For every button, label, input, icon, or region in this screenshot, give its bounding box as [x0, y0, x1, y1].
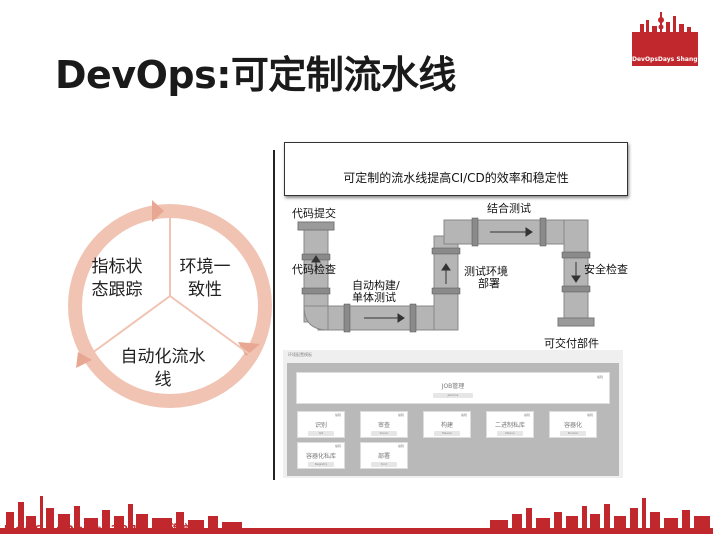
card-title: 部署	[377, 453, 390, 460]
card-title: 识别	[314, 422, 327, 429]
label-env-line2: 部署	[478, 277, 500, 290]
card-edit-link[interactable]: 编辑	[586, 413, 593, 417]
card-edit-link[interactable]: 编辑	[397, 444, 404, 448]
card-sub: Kvd	[371, 462, 397, 467]
label-env-line1: 测试环境	[464, 265, 508, 278]
headline-box	[284, 142, 628, 196]
card-title: 构建	[440, 422, 453, 429]
footer-skyline	[0, 496, 713, 534]
card-edit-link[interactable]: 编辑	[596, 375, 603, 379]
stage-card-containerize[interactable]: 编辑 容器化 Docker	[549, 411, 597, 438]
card-sub: Sonar	[371, 431, 397, 436]
cycle-arrow-top	[152, 200, 164, 222]
devopsdays-logo	[632, 12, 698, 66]
headline-text: 可定制的流水线提高CI/CD的效率和稳定性	[343, 171, 569, 185]
slide-title: DevOps:可定制流水线	[55, 53, 456, 97]
stage-card-deploy[interactable]: 编辑 部署 Kvd	[360, 442, 408, 469]
cycle-item-auto-pipeline: 自动化流水 线	[120, 347, 206, 390]
cycle-divider-right	[169, 295, 253, 357]
pipe-bottom-left-bend	[303, 305, 329, 331]
card-edit-link[interactable]: 编辑	[397, 413, 404, 417]
pipeline-diagram	[297, 217, 595, 333]
label-code-commit: 代码提交	[292, 207, 336, 220]
label-code-check: 代码检查	[292, 263, 336, 276]
job-management-card[interactable]: 编辑 JOB管理 Jenkins	[296, 372, 610, 404]
cycle-diagram	[68, 200, 272, 408]
label-build-line2: 单体测试	[352, 291, 396, 304]
card-edit-link[interactable]: 编辑	[334, 444, 341, 448]
stage-card-binary-repo[interactable]: 编辑 二进制私库 Nexus	[486, 411, 534, 438]
label-security-check: 安全检查	[584, 263, 628, 276]
cycle-arrow-right	[238, 342, 260, 356]
cycle-item-metrics: 指标状 态跟踪	[91, 257, 143, 300]
stage-card-identify[interactable]: 编辑 识别 Git	[297, 411, 345, 438]
card-title: 二进制私库	[494, 422, 525, 429]
logo-text: DevOpsDays Shanghai	[632, 56, 708, 63]
footer-text: DevOpsDays 2017·上海站	[4, 524, 197, 535]
card-title: 容器化	[563, 422, 582, 429]
stage-card-review[interactable]: 编辑 审查 Sonar	[360, 411, 408, 438]
pipe-outlet-cap	[557, 317, 595, 327]
card-sub: Docker	[560, 431, 586, 436]
config-panel-label: 环境配置模板	[288, 352, 312, 357]
card-sub: Git	[308, 431, 334, 436]
card-sub: Maven	[434, 431, 460, 436]
card-sub: Nexus	[497, 431, 523, 436]
stage-card-container-registry[interactable]: 编辑 容器化私库 Registry	[297, 442, 345, 469]
label-integration-test: 结合测试	[487, 202, 531, 215]
section-divider	[273, 150, 275, 480]
cycle-arrow-left	[76, 352, 92, 368]
stage-card-build[interactable]: 编辑 构建 Maven	[423, 411, 471, 438]
card-sub: Jenkins	[433, 393, 473, 398]
cycle-item-env-consistency: 环境一 致性	[179, 257, 231, 300]
card-sub: Registry	[308, 462, 334, 467]
card-edit-link[interactable]: 编辑	[523, 413, 530, 417]
card-edit-link[interactable]: 编辑	[460, 413, 467, 417]
card-title: JOB管理	[441, 383, 465, 390]
label-deliverable: 可交付部件	[544, 337, 599, 350]
cycle-divider-left	[87, 295, 171, 357]
pipe-inlet-cap	[297, 221, 335, 231]
card-edit-link[interactable]: 编辑	[334, 413, 341, 417]
label-build-line1: 自动构建/	[352, 279, 400, 292]
card-title: 审查	[377, 422, 390, 429]
card-title: 容器化私库	[305, 453, 336, 460]
